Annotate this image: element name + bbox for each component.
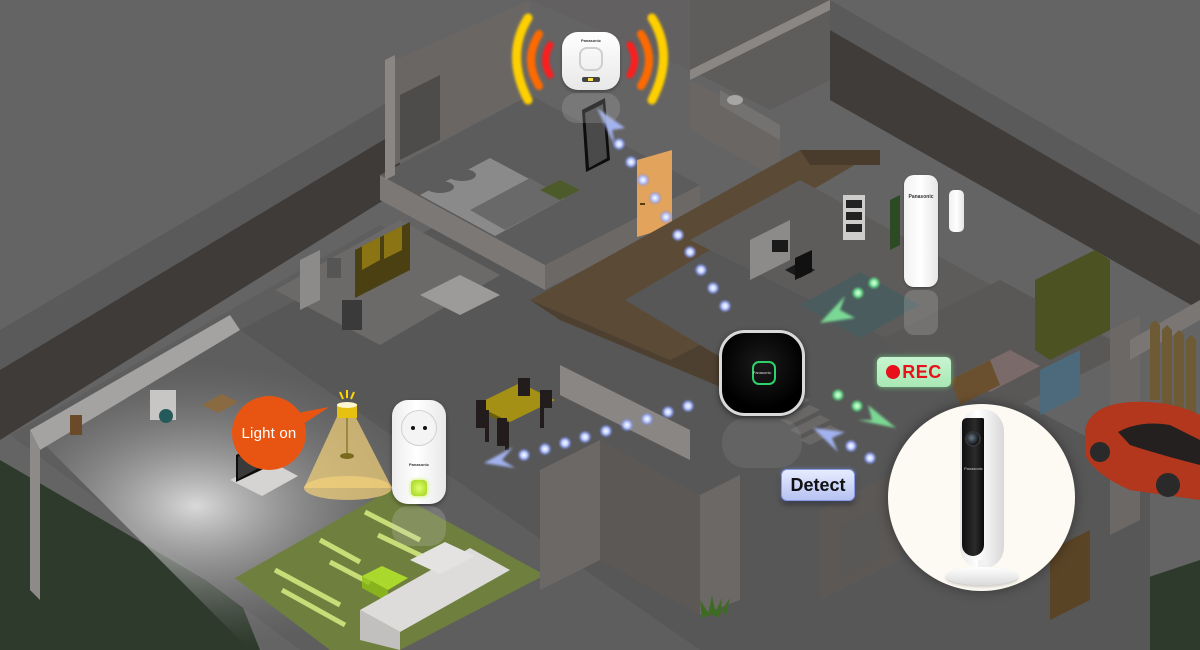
camera-front-panel — [962, 418, 984, 556]
record-dot-icon — [886, 365, 901, 379]
camera-brand: Panasonic — [964, 466, 983, 471]
hub-led-ring-icon — [752, 361, 776, 385]
siren-switch-icon — [582, 77, 600, 82]
signal-path-hub-to-camera — [831, 388, 896, 428]
hub-brand: Panasonic — [752, 370, 772, 375]
smart-plug-device: Panasonic — [392, 400, 446, 504]
socket-icon — [401, 410, 437, 446]
signal-path-camera-to-hub — [813, 428, 877, 465]
detect-text: Detect — [790, 474, 846, 495]
camera-lens-icon — [965, 431, 981, 447]
siren-ring-icon — [579, 47, 603, 71]
signal-path-hub-to-plug — [484, 399, 695, 468]
signal-path-hub-to-siren — [597, 108, 732, 313]
camera-base — [946, 567, 1018, 585]
smart-plug-brand: Panasonic — [408, 462, 429, 467]
signal-path-sensor-to-hub — [820, 276, 881, 323]
siren-alarm-waves — [512, 13, 668, 105]
hub-device: Panasonic — [719, 330, 805, 416]
door-sensor-brand: Panasonic — [908, 194, 934, 200]
door-sensor-magnet — [949, 190, 964, 232]
siren-brand: Panasonic — [580, 38, 601, 43]
rec-text: REC — [902, 361, 942, 382]
siren-device: Panasonic — [562, 32, 620, 90]
light-on-text: Light on — [241, 424, 297, 442]
rec-badge: REC — [877, 357, 951, 387]
detect-badge: Detect — [781, 469, 855, 501]
door-sensor-device: Panasonic — [904, 175, 938, 287]
plug-led-icon — [411, 480, 427, 496]
light-on-label: Light on — [232, 396, 306, 470]
